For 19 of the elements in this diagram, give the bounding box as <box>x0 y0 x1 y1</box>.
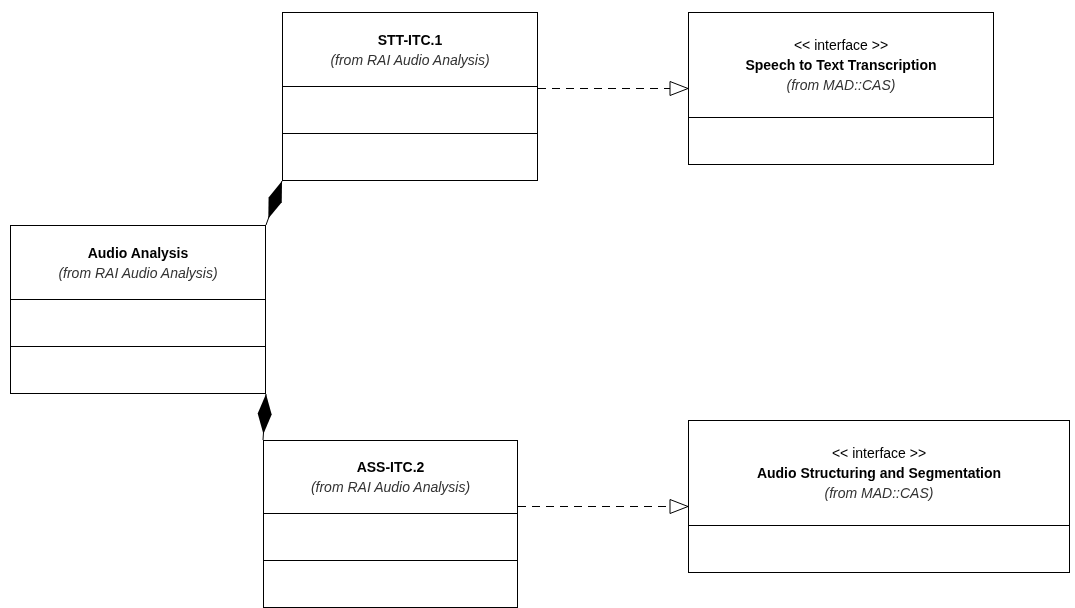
interface-box <box>688 12 994 165</box>
package-note: (from RAI Audio Analysis) <box>310 478 471 497</box>
package-note: (from RAI Audio Analysis) <box>58 263 218 283</box>
package-note: (from MAD::CAS) <box>824 484 934 503</box>
class-name: ASS-ITC.2 <box>356 458 425 477</box>
stereotype: << interface >> <box>793 36 889 55</box>
class-box <box>263 440 518 608</box>
package-note: (from MAD::CAS) <box>786 76 896 95</box>
realization-arrow <box>517 499 689 514</box>
stereotype: << interface >> <box>831 444 927 463</box>
interface-box <box>688 420 1070 573</box>
realization-arrow <box>537 81 689 96</box>
class-name: STT-ITC.1 <box>377 30 443 50</box>
class-name: Audio Analysis <box>87 243 189 263</box>
interface-name: Audio Structuring and Segmentation <box>756 464 1002 483</box>
class-box <box>10 225 266 394</box>
package-note: (from RAI Audio Analysis) <box>330 50 490 70</box>
class-box <box>282 12 538 181</box>
interface-name: Speech to Text Transcription <box>745 56 937 75</box>
